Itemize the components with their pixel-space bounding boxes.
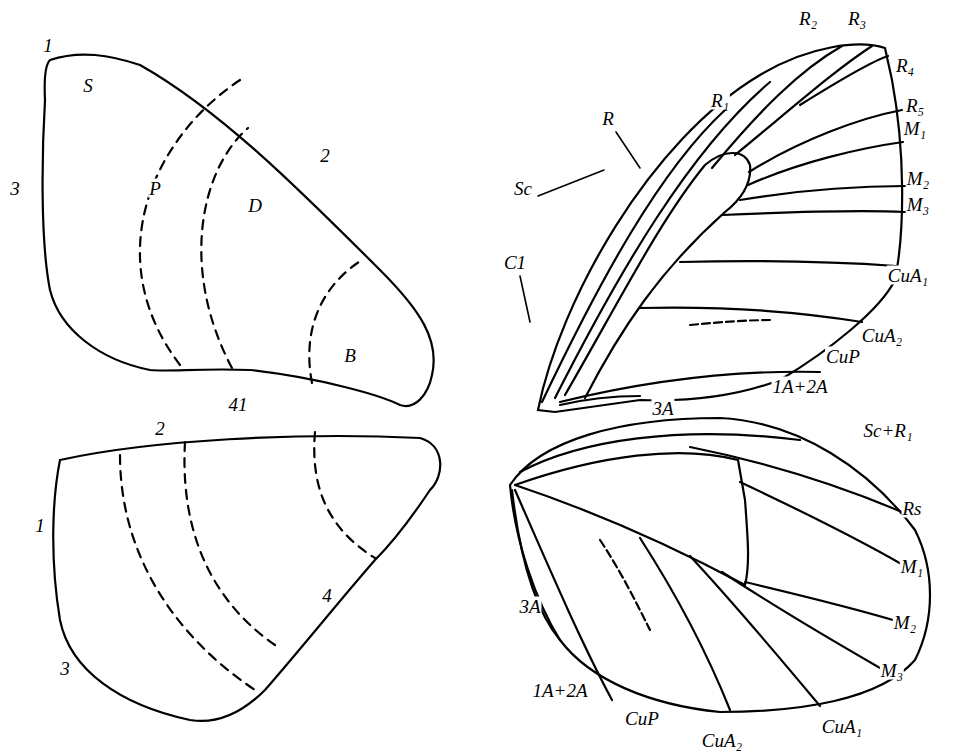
vein-label: 1 bbox=[34, 516, 46, 535]
vein-label: S bbox=[82, 76, 94, 95]
vein-label: 3 bbox=[59, 659, 71, 678]
vein-label: 2 bbox=[154, 419, 166, 438]
vein-label: Sc bbox=[513, 179, 533, 198]
vein-label: 1A+2A bbox=[771, 377, 828, 396]
vein-label: R bbox=[601, 109, 615, 128]
vein-label: Rs bbox=[902, 499, 923, 518]
vein-label: M₂ bbox=[893, 613, 917, 632]
vein-label: R₃ bbox=[847, 9, 867, 28]
vein-label: 3A bbox=[518, 597, 541, 616]
vein-label: CuP bbox=[624, 709, 660, 728]
vein-label: 4 bbox=[321, 586, 333, 605]
vein-label: 3 bbox=[9, 179, 21, 198]
vein-label: M₃ bbox=[880, 661, 904, 680]
vein-label: C1 bbox=[503, 253, 527, 272]
vein-label: R₄ bbox=[895, 56, 915, 75]
vein-label: Sc+R₁ bbox=[863, 421, 914, 440]
vein-label: 1 bbox=[42, 36, 54, 55]
vein-label: R₅ bbox=[905, 96, 925, 115]
vein-label: M₂ bbox=[906, 169, 930, 188]
vein-label: P bbox=[148, 179, 162, 198]
vein-label: M₁ bbox=[900, 557, 924, 576]
vein-label: 1A+2A bbox=[531, 681, 588, 700]
vein-label: 2 bbox=[319, 146, 331, 165]
vein-label: CuA₂ bbox=[861, 326, 903, 345]
vein-label: CuP bbox=[825, 347, 861, 366]
vein-label: CuA₁ bbox=[821, 717, 863, 736]
vein-label: M₃ bbox=[906, 195, 930, 214]
vein-label: D bbox=[247, 196, 263, 215]
vein-label: M₁ bbox=[903, 119, 927, 138]
vein-label: CuA₂ bbox=[701, 731, 743, 750]
vein-label: R₂ bbox=[798, 9, 818, 28]
vein-label: B bbox=[343, 346, 357, 365]
vein-label: CuA₁ bbox=[887, 266, 929, 285]
vein-label: R₁ bbox=[710, 91, 730, 110]
vein-label: 3A bbox=[651, 399, 674, 418]
vein-label: 41 bbox=[228, 395, 249, 414]
